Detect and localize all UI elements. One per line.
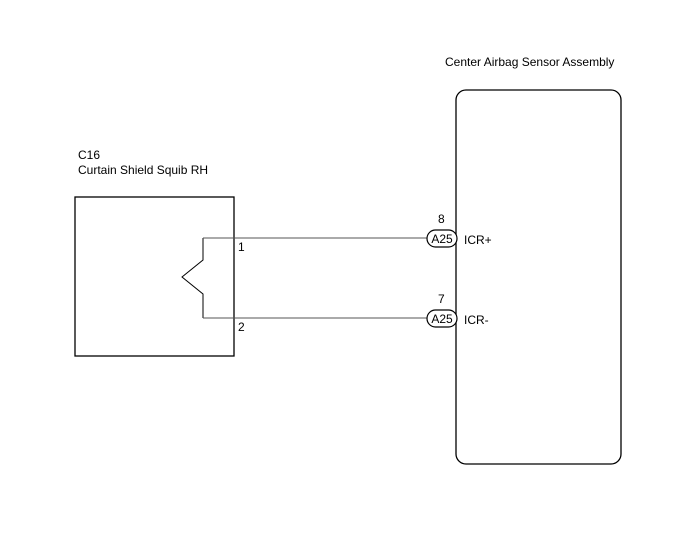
airbag-sensor-box [455, 89, 622, 465]
signal-icr-minus: ICR- [464, 313, 489, 327]
squib-box [74, 196, 235, 357]
connector-label-pin7: A25 [431, 312, 453, 326]
squib-title: Curtain Shield Squib RH [78, 163, 209, 177]
squib-connector-code: C16 [78, 148, 101, 162]
connector-oval-pin7 [426, 309, 458, 328]
sensor-pin-7: 7 [438, 292, 445, 306]
squib-symbol [181, 238, 204, 318]
signal-icr-plus: ICR+ [464, 233, 492, 247]
squib-pin-2: 2 [238, 320, 245, 334]
connector-label-pin8: A25 [431, 232, 453, 246]
sensor-pin-8: 8 [438, 212, 445, 226]
connector-oval-pin8 [426, 229, 458, 248]
squib-pin-1: 1 [238, 240, 245, 254]
airbag-sensor-assembly-title: Center Airbag Sensor Assembly [445, 55, 615, 69]
